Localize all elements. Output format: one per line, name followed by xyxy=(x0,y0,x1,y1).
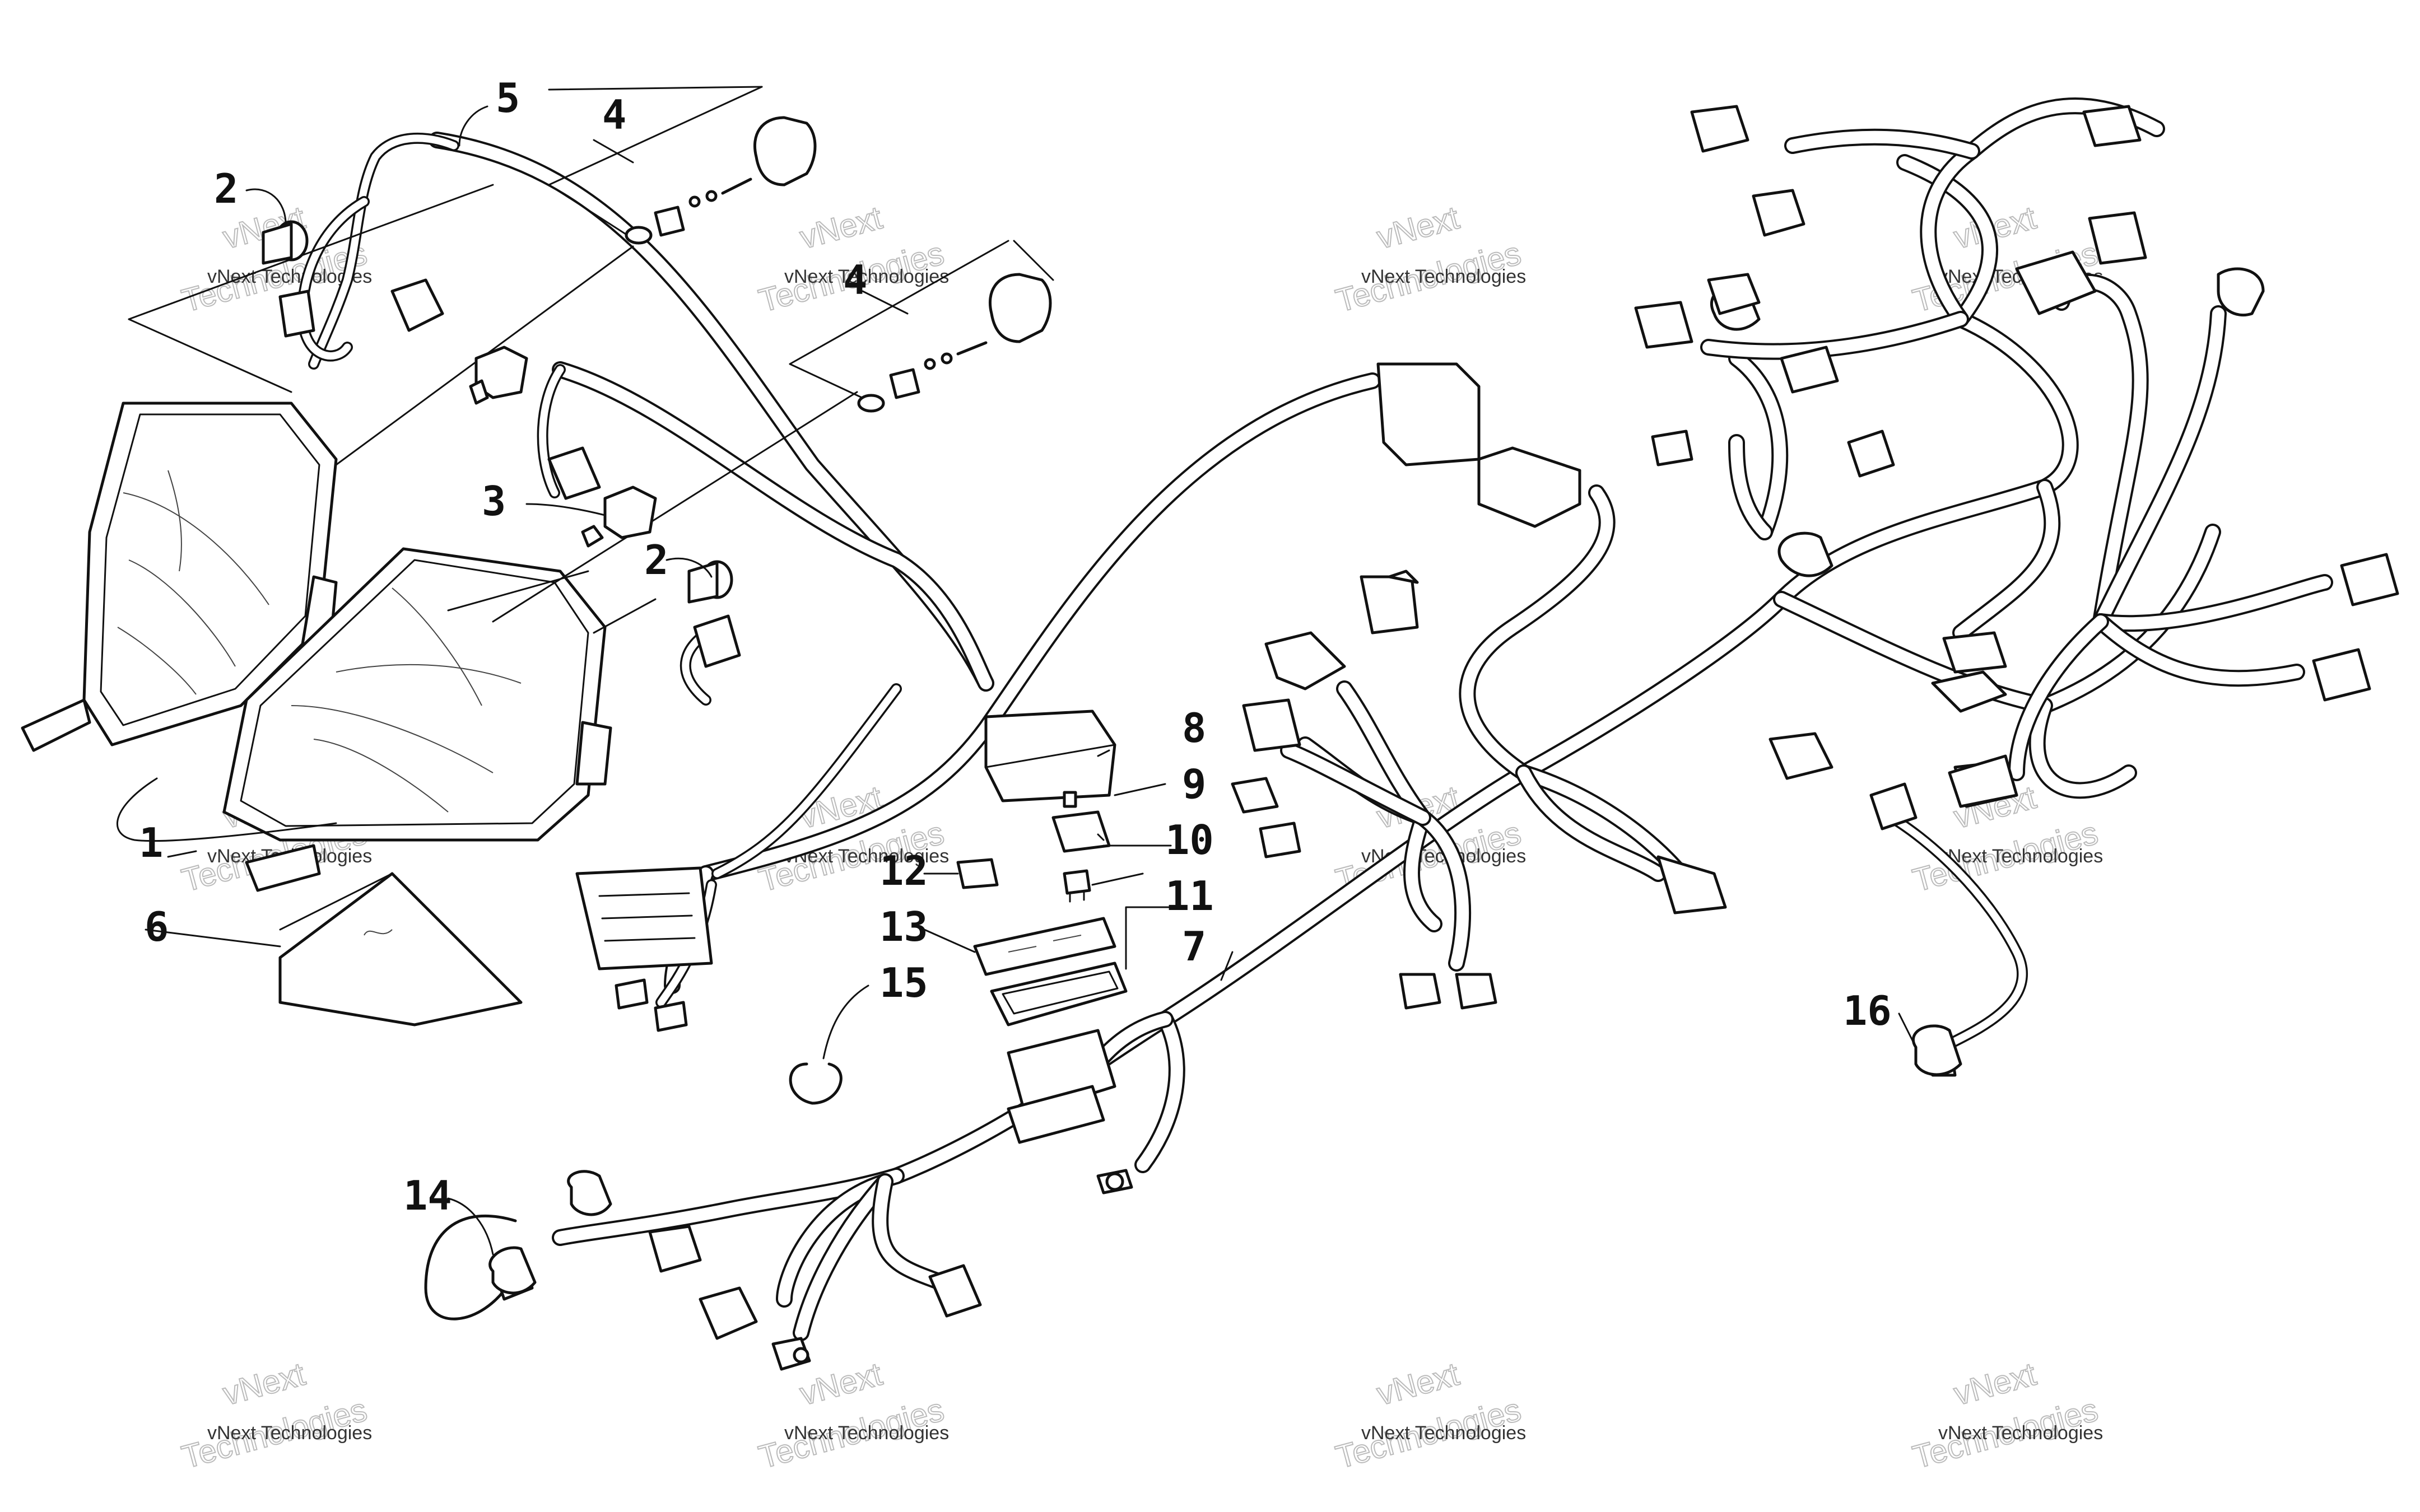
callout-4-upper: 4 xyxy=(602,91,626,138)
callout-11: 11 xyxy=(1165,872,1214,920)
watermark-brand: vNext xyxy=(1950,1356,2040,1412)
part-13-fuse-card xyxy=(973,917,1116,976)
callout-16: 16 xyxy=(1843,987,1892,1034)
watermark: vNext Technologies vNext Technologies xyxy=(1909,1355,2103,1476)
part-14-cap xyxy=(488,1246,537,1295)
callout-12: 12 xyxy=(879,847,928,894)
watermark: vNext Technologies vNext Technologies xyxy=(1332,199,1526,320)
callout-1: 1 xyxy=(139,819,163,866)
bulb-3-lower xyxy=(581,486,657,548)
watermark-text: vNext Technologies xyxy=(1938,846,2103,867)
watermark-brand: vNext xyxy=(796,199,886,256)
watermark-brand: vNext xyxy=(1373,199,1463,256)
callout-14: 14 xyxy=(403,1172,452,1219)
connectors xyxy=(278,105,2399,1371)
watermark-brand: vNext xyxy=(219,1356,309,1412)
watermark-text: vNext Technologies xyxy=(1361,1422,1526,1444)
part-10-fuse xyxy=(1063,869,1091,903)
watermark: vNext Technologies vNext Technologies xyxy=(755,1355,949,1476)
part-12-relay-small xyxy=(956,858,999,889)
bulb-3-upper xyxy=(469,346,528,405)
watermark-text: vNext Technologies xyxy=(784,266,949,287)
part-6-label-sheet xyxy=(278,872,523,1026)
callout-2-upper: 2 xyxy=(214,165,238,212)
watermark-brand: vNext xyxy=(1373,1356,1463,1412)
callout-10: 10 xyxy=(1165,816,1214,864)
part-11-gasket xyxy=(990,962,1128,1026)
callout-9: 9 xyxy=(1182,760,1206,808)
callout-7: 7 xyxy=(1182,923,1206,970)
callout-2-lower: 2 xyxy=(644,536,668,584)
part-8-relay-box xyxy=(984,710,1116,808)
callout-leaders xyxy=(145,105,1917,1256)
part-16-sensor xyxy=(1911,1024,1962,1076)
callout-3: 3 xyxy=(482,478,506,525)
bulb-sockets xyxy=(262,116,1052,604)
watermark-text: vNext Technologies xyxy=(207,1422,372,1444)
watermark: vNext Technologies vNext Technologies xyxy=(1332,1355,1526,1476)
watermark-text: vNext Technologies xyxy=(784,1422,949,1444)
bulb-socket-lower xyxy=(687,560,733,604)
watermark-text: vNext Technologies xyxy=(1938,1422,2103,1444)
callout-13: 13 xyxy=(879,903,928,950)
watermark: vNext Technologies vNext Technologies xyxy=(178,1355,372,1476)
small-parts xyxy=(488,710,1962,1295)
part-9-relay xyxy=(1051,810,1111,853)
callout-15: 15 xyxy=(879,959,928,1006)
callout-5: 5 xyxy=(496,74,520,122)
callout-8: 8 xyxy=(1182,704,1206,752)
callout-labels: 1 2 2 3 4 4 5 6 7 8 9 10 11 12 13 14 15 … xyxy=(139,74,1892,1219)
watermark-text: vNext Technologies xyxy=(1361,266,1526,287)
part-15-clip xyxy=(789,1062,843,1105)
watermark-brand: vNext xyxy=(796,1356,886,1412)
right-headlight xyxy=(222,547,612,892)
callout-4-lower: 4 xyxy=(843,256,867,304)
adjuster-4-lower xyxy=(857,273,1052,413)
bulb-socket-upper xyxy=(262,220,309,265)
adjuster-4-upper xyxy=(625,116,817,245)
callout-6: 6 xyxy=(145,903,169,950)
